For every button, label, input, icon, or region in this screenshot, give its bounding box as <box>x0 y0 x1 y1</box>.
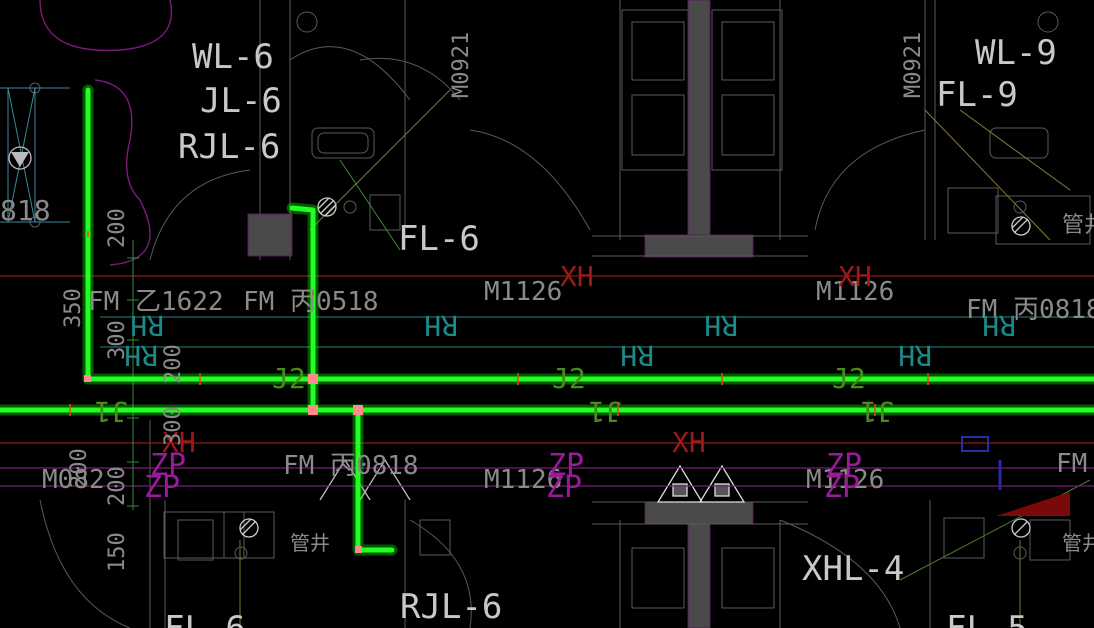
zone-boundary-arcs <box>39 0 172 266</box>
dim-150: 150 <box>105 532 130 572</box>
label-m1126-bot-b: M1126 <box>806 465 884 495</box>
label-zp-2: ZP <box>144 470 180 505</box>
label-fm-right-bottom: FM <box>1056 449 1087 479</box>
pump-icon <box>8 146 32 170</box>
label-zp-4: ZP <box>546 470 582 505</box>
dim-300: 300 <box>105 320 130 360</box>
label-fl5-bottom: FL-5 <box>946 609 1028 628</box>
label-xh-top-b: XH <box>838 260 872 293</box>
label-j1-3: J1 <box>860 395 894 428</box>
label-rh-5: RH <box>124 339 158 372</box>
label-m0921-b: M0921 <box>901 32 926 98</box>
label-fm0518: FM 丙0518 <box>243 287 379 317</box>
drawing-labels: WL-6 JL-6 RJL-6 M0921 M0921 WL-9 FL-9 FL… <box>0 32 1094 628</box>
dim-350: 350 <box>61 288 86 328</box>
label-m1126-top-a: M1126 <box>484 277 562 307</box>
label-guanjing-1: 管井 <box>1062 213 1094 238</box>
label-xh-mid-a: XH <box>162 426 196 459</box>
dim-200-b: 200 <box>67 448 92 488</box>
label-zp-5: ZP <box>826 448 862 483</box>
label-rh-4: RH <box>982 309 1016 342</box>
label-j2-3: J2 <box>832 362 866 395</box>
label-j2-1: J2 <box>272 362 306 395</box>
structural-walls <box>247 0 754 628</box>
label-m0921-a: M0921 <box>449 32 474 98</box>
label-j2-2: J2 <box>552 362 586 395</box>
label-fl9: FL-9 <box>936 75 1018 115</box>
label-wl6: WL-6 <box>192 37 274 77</box>
architectural-background <box>29 0 1091 628</box>
label-zp-3: ZP <box>548 448 584 483</box>
label-rh-3: RH <box>704 309 738 342</box>
label-j1-2: J1 <box>588 395 622 428</box>
label-zp-6: ZP <box>824 470 860 505</box>
label-wl9: WL-9 <box>975 33 1057 73</box>
valve-symbols <box>319 458 746 503</box>
label-fm0818-right: FM 丙0818 <box>966 295 1094 325</box>
label-m1126-bot-a: M1126 <box>484 465 562 495</box>
pipe-joints <box>84 374 363 553</box>
label-rh-2: RH <box>424 309 458 342</box>
label-j1-1: J1 <box>94 395 128 428</box>
label-xhl4: XHL-4 <box>802 549 904 589</box>
zp-lines <box>0 467 1094 487</box>
label-fl6-top: FL-6 <box>398 219 480 259</box>
label-rh-6: RH <box>620 339 654 372</box>
pipe-tick-marks <box>69 231 929 416</box>
label-xh-top-a: XH <box>560 260 594 293</box>
selected-pipe-network[interactable] <box>0 84 1094 556</box>
dim-200-top: 200 <box>105 208 130 248</box>
dimension-line <box>127 240 139 510</box>
dim-300-b: 300 <box>161 406 186 446</box>
label-rjl6-top: RJL-6 <box>178 127 280 167</box>
label-xh-mid-b: XH <box>672 426 706 459</box>
label-rh-7: RH <box>898 339 932 372</box>
right-side-markers <box>961 436 1070 516</box>
drain-fixtures <box>239 197 1031 538</box>
dim-200-c: 200 <box>105 466 130 506</box>
label-rjl6-bottom: RJL-6 <box>400 587 502 627</box>
label-guanjing-2: 管井 <box>290 531 330 555</box>
label-m082: M082 <box>42 465 105 495</box>
label-guanjing-3: 管井 <box>1062 531 1094 555</box>
label-m1126-top-b: M1126 <box>816 277 894 307</box>
pipe-riser-fl6 <box>289 205 316 382</box>
label-zp-1: ZP <box>150 448 186 483</box>
dim-200-d: 200 <box>161 344 186 384</box>
label-fm1622: FM 乙1622 <box>88 287 224 317</box>
label-818: 818 <box>0 194 51 227</box>
label-jl6: JL-6 <box>200 81 282 121</box>
label-fl6-bottom: FL-6 <box>164 609 246 628</box>
label-rh-1: RH <box>130 309 164 342</box>
label-fm0818-mid: FM 丙0818 <box>283 451 419 481</box>
rh-lines <box>100 316 1094 348</box>
